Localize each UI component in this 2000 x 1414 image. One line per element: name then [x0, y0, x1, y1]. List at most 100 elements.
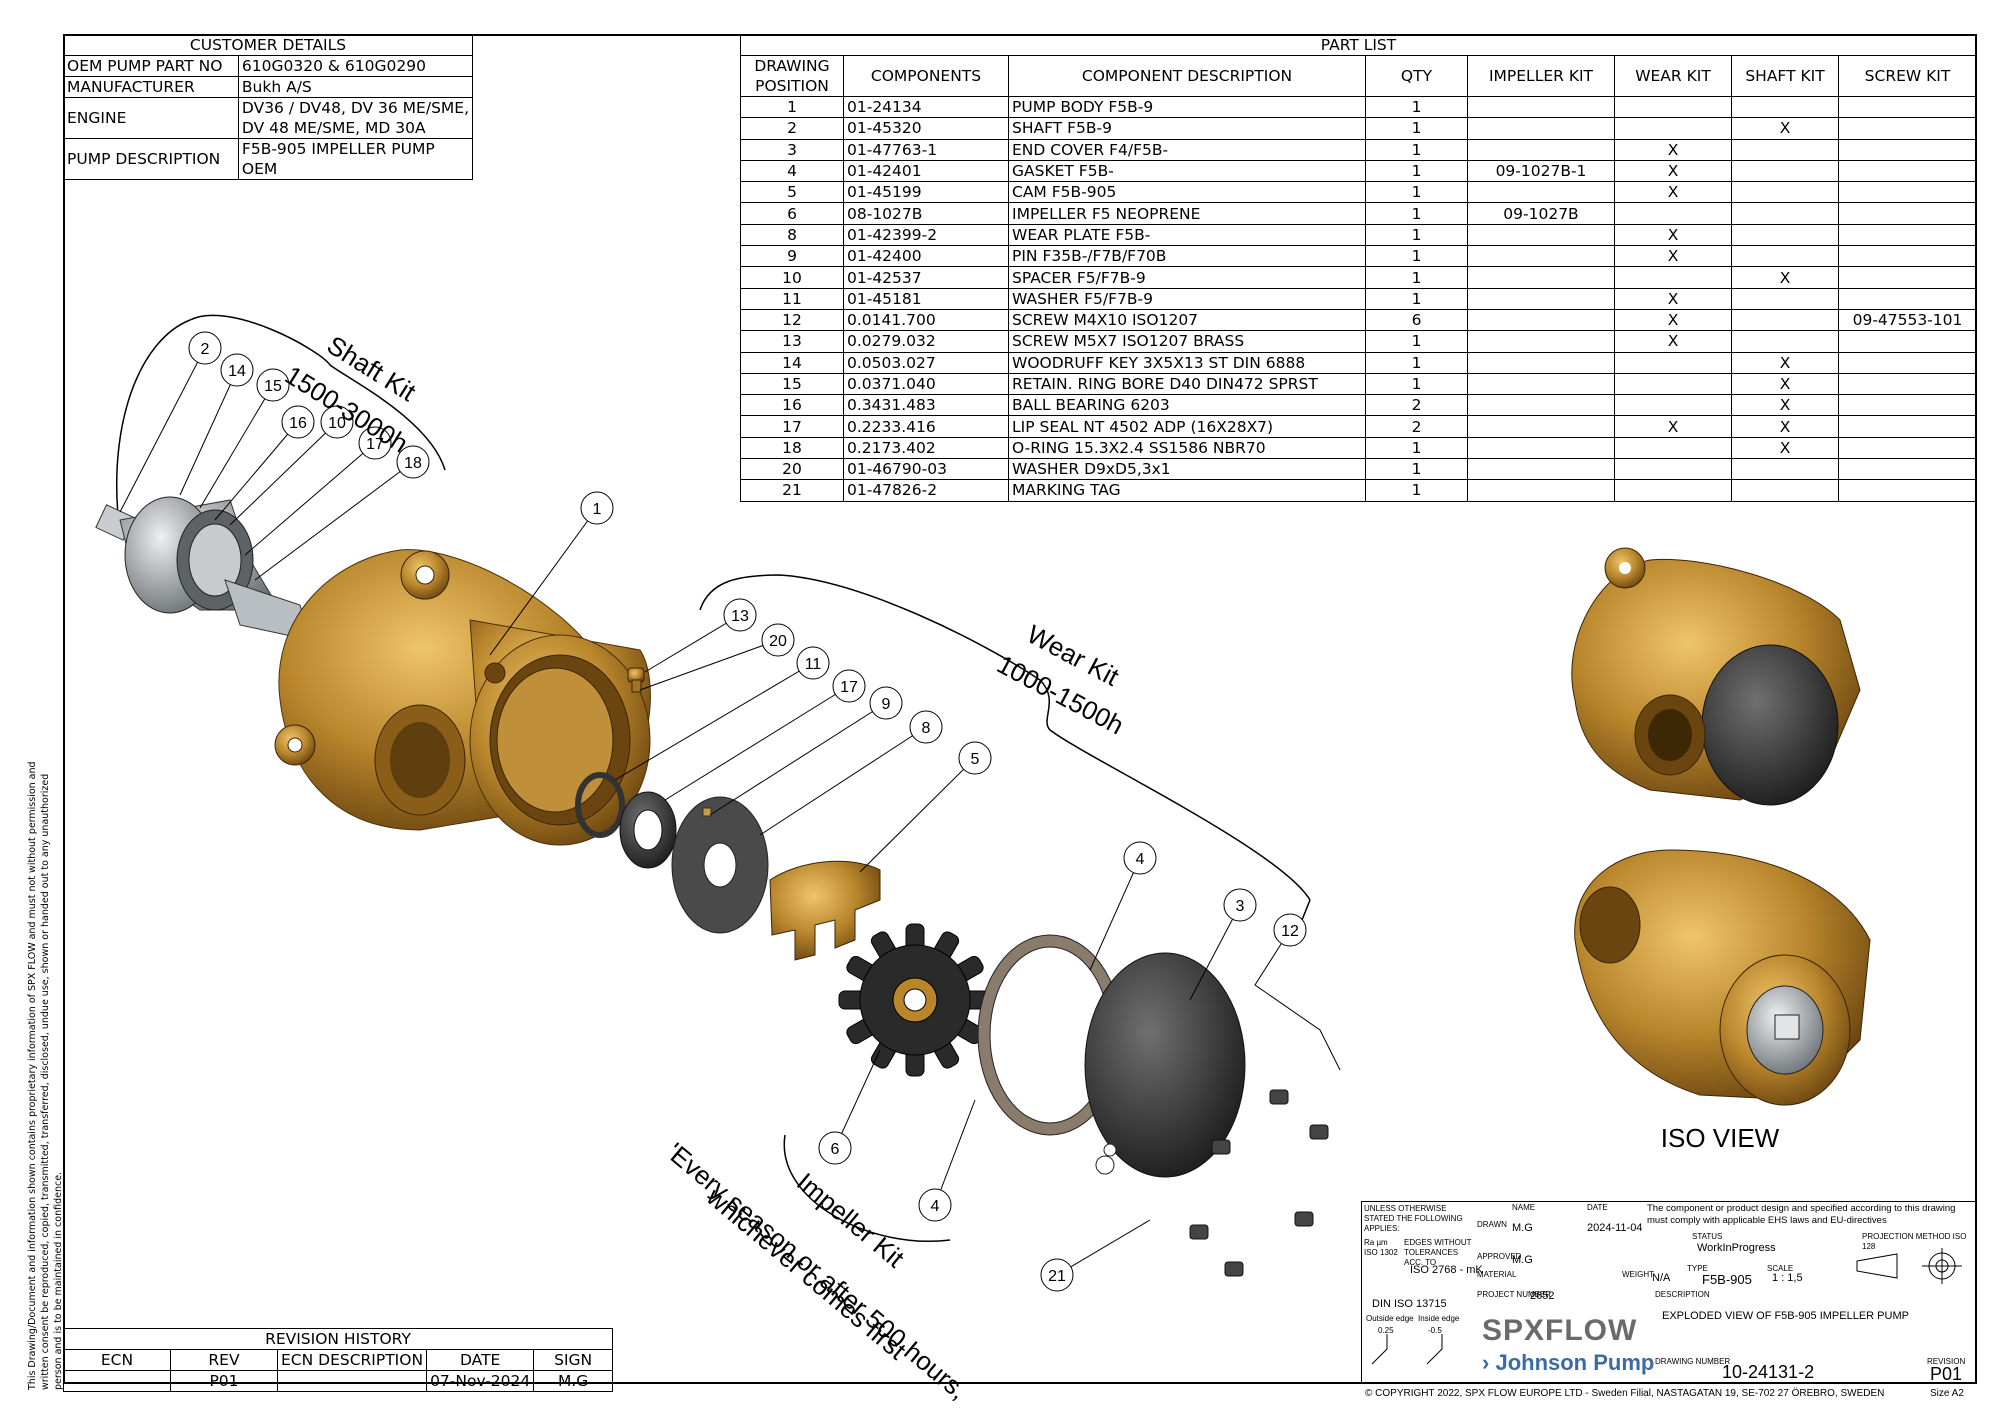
sheet-size: Size A2 — [1930, 1388, 1964, 1399]
balloons: 2 14 15 16 10 17 18 1 13 20 11 17 9 8 5 4 3 12 6 4 21 — [188, 331, 1307, 1292]
balloon-number: 2 — [201, 341, 210, 358]
type-value: F5B-905 — [1702, 1272, 1752, 1287]
iso-view-top — [1571, 547, 1861, 806]
balloon: 12 — [1273, 913, 1307, 947]
balloon-number: 13 — [731, 608, 749, 625]
balloon-number: 6 — [831, 1141, 840, 1158]
balloon-number: 3 — [1236, 898, 1245, 915]
wear-plate — [671, 796, 769, 934]
balloon: 16 — [281, 405, 315, 439]
balloon: 9 — [869, 686, 903, 720]
revision-row: P01 07-Nov-2024 M.G — [63, 1370, 613, 1392]
title-block: UNLESS OTHERWISE STATED THE FOLLOWING AP… — [1361, 1201, 1977, 1384]
balloon-number: 1 — [593, 501, 602, 518]
drawing-description: EXPLODED VIEW OF F5B-905 IMPELLER PUMP — [1662, 1310, 1909, 1322]
balloon: 1 — [580, 491, 614, 525]
impeller-kit-interval-2: whichever comes first — [700, 1181, 912, 1366]
balloon: 18 — [396, 445, 430, 479]
balloon-number: 16 — [289, 415, 307, 432]
balloon-number: 17 — [366, 436, 384, 453]
spxflow-logo: SPXFLOW — [1482, 1314, 1638, 1347]
balloon: 2 — [188, 331, 222, 365]
revision-history-table: REVISION HISTORY ECN REV ECN DESCRIPTION… — [63, 1328, 613, 1392]
kit-brackets — [115, 314, 1311, 1242]
balloon-number: 4 — [1136, 851, 1145, 868]
balloon: 5 — [958, 741, 992, 775]
status-value: WorkInProgress — [1697, 1242, 1776, 1254]
shaft-kit-bracket — [115, 319, 191, 516]
balloon-number: 9 — [882, 696, 891, 713]
balloon: 17 — [832, 669, 866, 703]
copyright: © COPYRIGHT 2022, SPX FLOW EUROPE LTD - … — [1365, 1388, 1885, 1399]
balloon-number: 11 — [805, 656, 822, 673]
pump-body — [274, 549, 651, 846]
scale-value: 1 : 1,5 — [1772, 1272, 1803, 1284]
balloon-number: 8 — [922, 720, 931, 737]
balloon: 15 — [256, 368, 290, 402]
balloon-number: 18 — [404, 455, 422, 472]
balloon: 3 — [1223, 888, 1257, 922]
balloon-number: 15 — [264, 378, 282, 395]
balloon: 4 — [1123, 841, 1157, 875]
iso-view-bottom — [1574, 849, 1871, 1106]
shaft-assembly — [95, 496, 311, 641]
cam — [769, 860, 881, 961]
impeller-kit-bracket — [783, 1134, 951, 1242]
impeller — [838, 923, 992, 1077]
leader-lines — [119, 347, 1341, 1276]
balloon-number: 20 — [769, 633, 787, 650]
balloon: 21 — [1040, 1258, 1074, 1292]
edge-symbols — [1371, 1334, 1443, 1365]
washer — [575, 772, 625, 838]
revision-history-title: REVISION HISTORY — [63, 1328, 613, 1350]
balloon-number: 5 — [971, 751, 980, 768]
balloon-number: 4 — [931, 1198, 940, 1215]
johnson-pump-logo: › Johnson Pump — [1482, 1350, 1655, 1375]
balloon: 8 — [909, 710, 943, 744]
balloon: 10 — [320, 405, 354, 439]
balloon: 17 — [358, 426, 392, 460]
balloon: 6 — [818, 1131, 852, 1165]
balloon-number: 14 — [228, 363, 246, 380]
revision-header: ECN REV ECN DESCRIPTION DATE SIGN — [63, 1349, 613, 1371]
balloon: 13 — [723, 598, 757, 632]
end-cover — [1084, 952, 1246, 1178]
projection-symbol — [1856, 1248, 1962, 1284]
shaft-kit-bracket-2 — [189, 314, 446, 471]
balloon-number: 17 — [840, 679, 858, 696]
balloon-number: 21 — [1048, 1268, 1066, 1285]
unless-stated: UNLESS OTHERWISE STATED THE FOLLOWING AP… — [1364, 1204, 1463, 1233]
compliance-note: The component or product design and spec… — [1647, 1203, 1956, 1226]
balloon-number: 12 — [1281, 923, 1299, 940]
balloon-number: 10 — [328, 415, 346, 432]
confidential-notice: This Drawing/Document and information sh… — [27, 761, 64, 1390]
balloon: 14 — [220, 353, 254, 387]
wear-kit-bracket — [699, 574, 1311, 901]
balloon: 4 — [918, 1188, 952, 1222]
balloon: 11 — [796, 646, 830, 680]
iso-view-label: ISO VIEW — [1661, 1123, 1780, 1153]
cover-screws — [1189, 1089, 1329, 1277]
lip-seal — [619, 791, 677, 869]
drawing-number: 10-24131-2 — [1722, 1362, 1815, 1382]
brass-screw — [627, 667, 645, 693]
